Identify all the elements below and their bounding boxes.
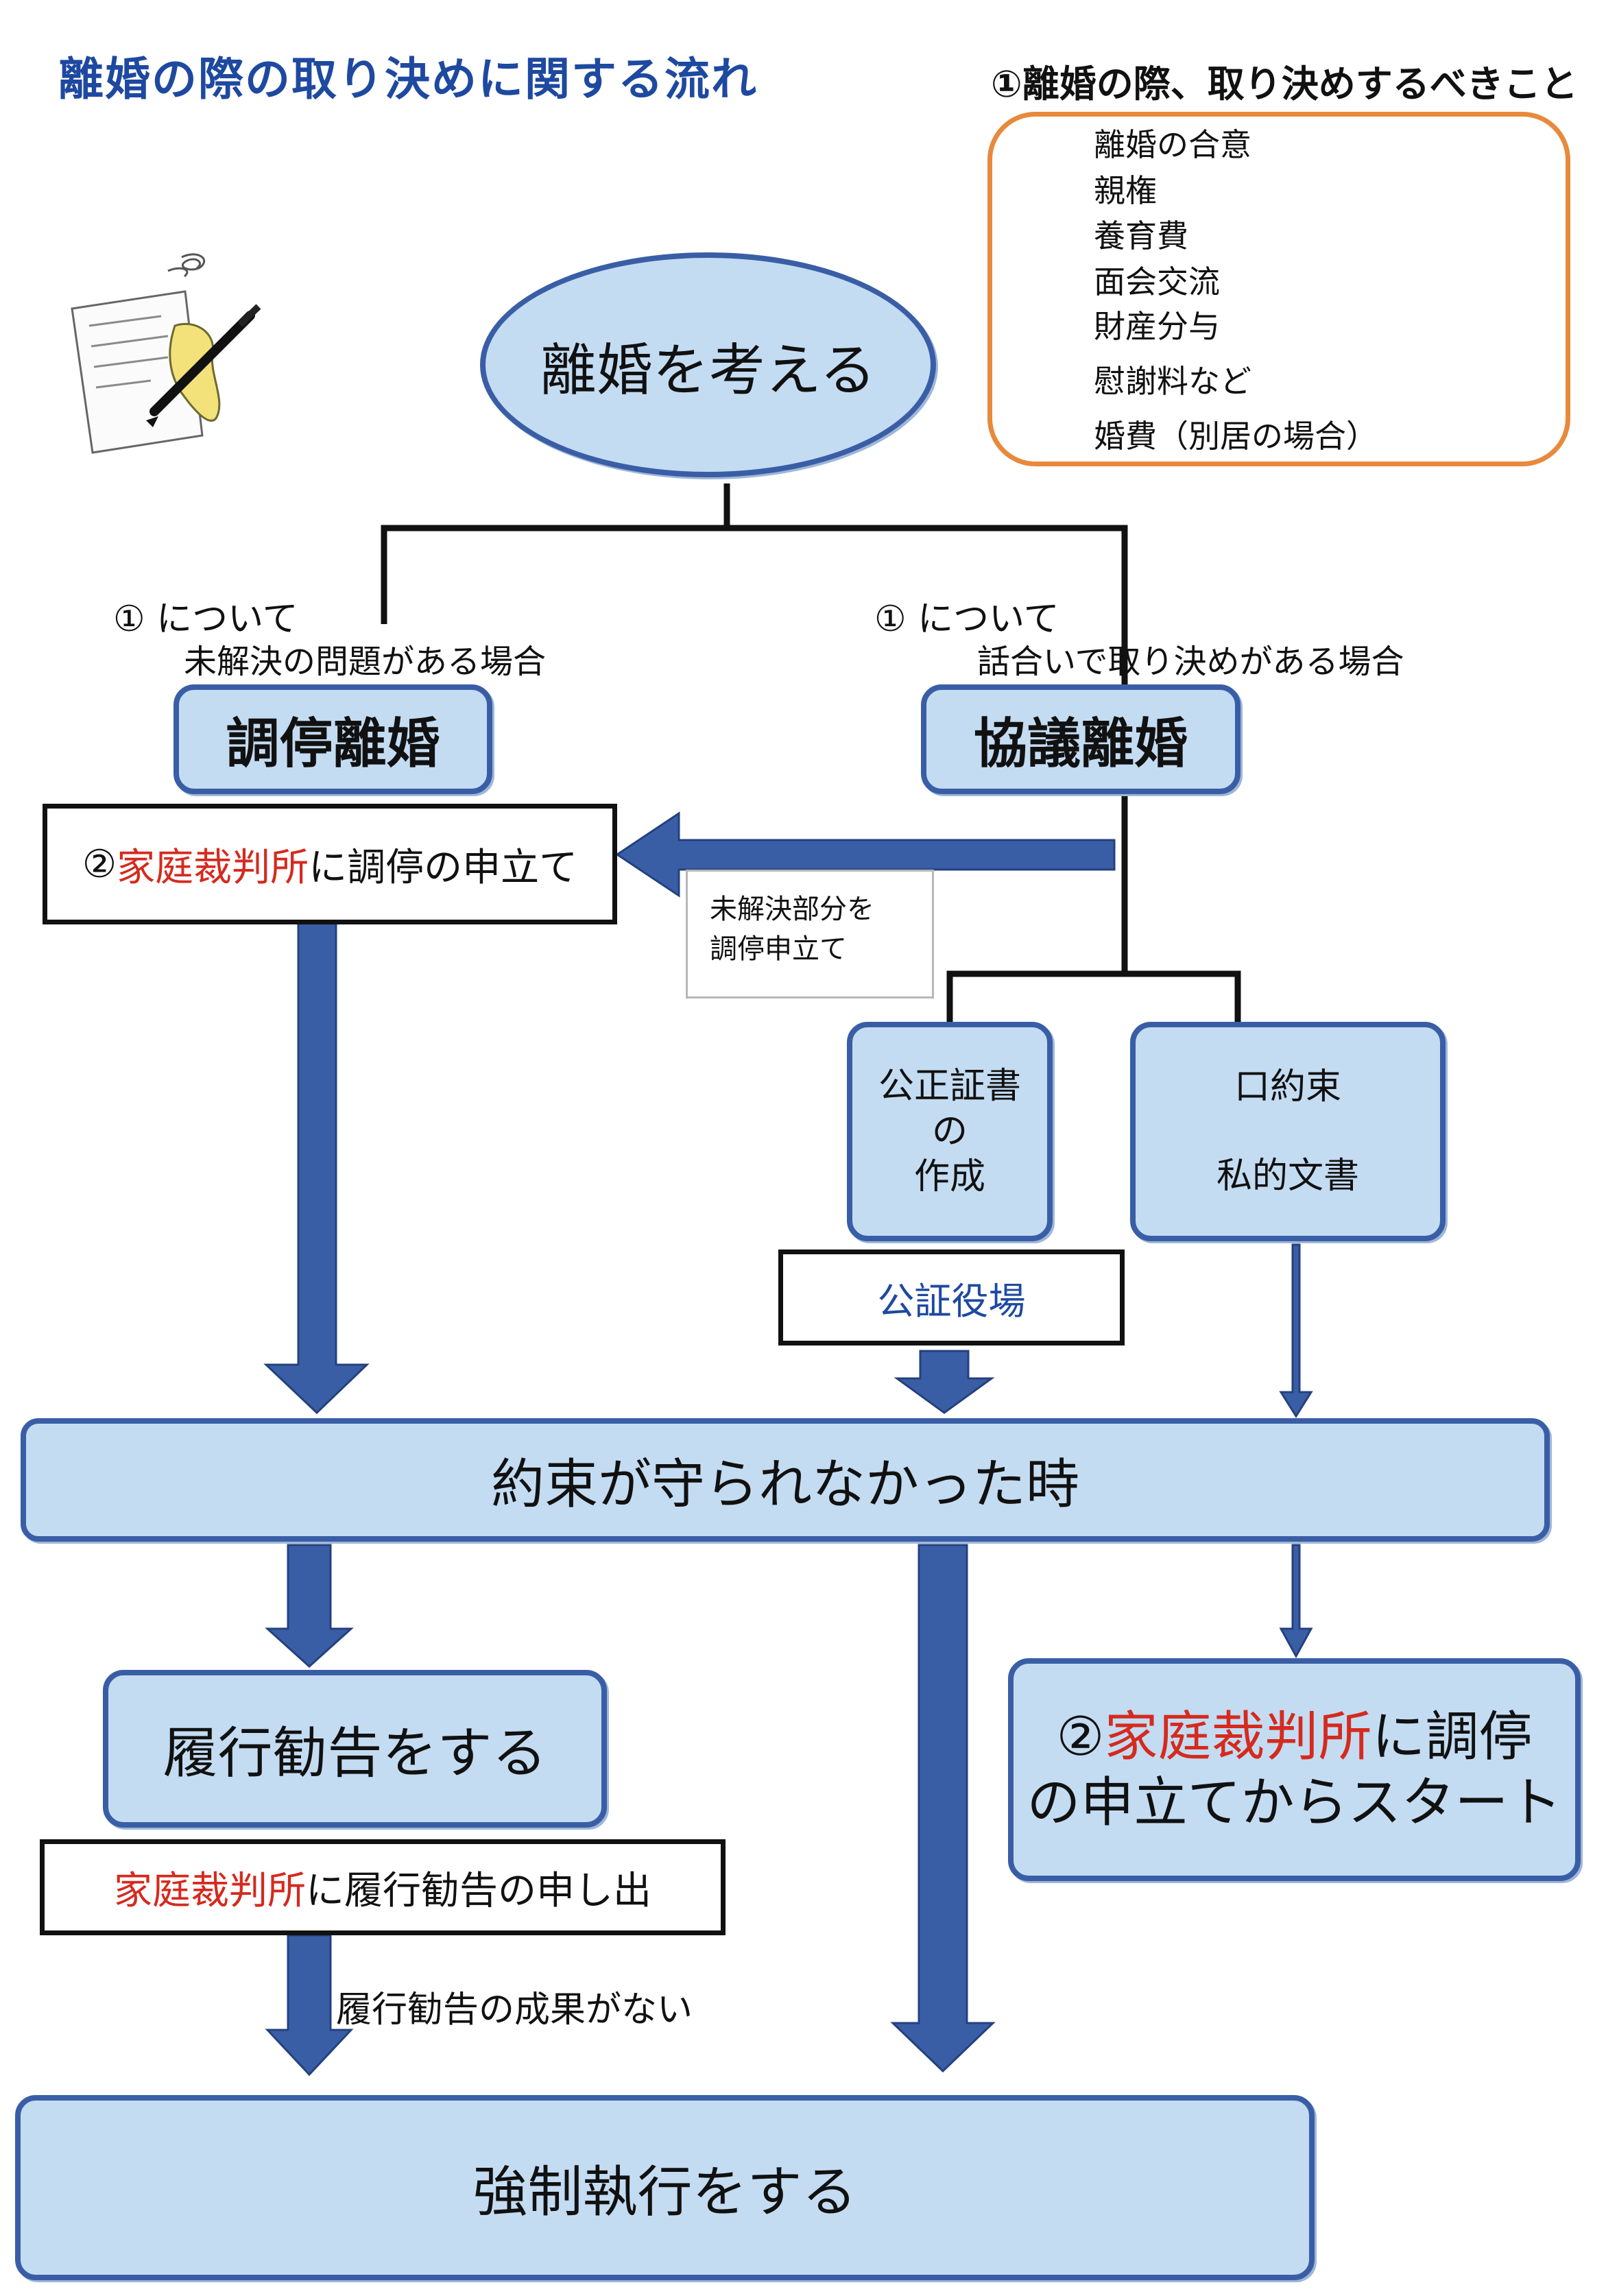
left-branch-condition: ① について (113, 599, 298, 640)
notarized-line: の (931, 1111, 968, 1152)
court-start-line2: の申立てからスタート (1027, 1771, 1562, 1834)
arrow-to-court-start (1279, 1544, 1313, 1659)
right-branch-condition: ① について (874, 599, 1059, 640)
right-branch-condition-detail: 話合いで取り決めがある場合 (977, 643, 1404, 681)
checklist-item: 慰謝料など (1094, 363, 1251, 400)
performance-recommendation-box: 履行勧告をする (103, 1670, 607, 1828)
notarized-line: 公正証書 (878, 1066, 1021, 1107)
mediated-divorce-label: 調停離婚 (226, 713, 440, 775)
checklist-item: 養育費 (1094, 217, 1188, 254)
checklist-item: 離婚の合意 (1094, 126, 1251, 163)
broken-promise-label: 約束が守られなかった時 (490, 1454, 1079, 1516)
recommendation-request-box: 家庭裁判所に履行勧告の申し出 (40, 1839, 726, 1935)
request-suffix: に履行勧告の申し出 (306, 1868, 651, 1913)
agreement-split-connector-right (1125, 970, 1241, 1022)
split-connector-right (727, 525, 1128, 686)
arrow-to-mediation (615, 811, 1116, 898)
family-court-label: 家庭裁判所 (114, 1868, 306, 1913)
checklist-box (987, 112, 1570, 466)
checklist-item: 婚費（別居の場合） (1094, 418, 1378, 455)
notary-office-box: 公証役場 (778, 1249, 1125, 1346)
note-line: 調停申立て (710, 933, 847, 965)
court-mediation-start-box: ②家庭裁判所に調停 の申立てからスタート (1008, 1658, 1581, 1881)
performance-recommendation-label: 履行勧告をする (163, 1721, 547, 1785)
mediated-divorce-box: 調停離婚 (173, 684, 492, 794)
no-result-label: 履行勧告の成果がない (336, 1989, 693, 2031)
left-branch-condition-detail: 未解決の問題がある場合 (184, 643, 547, 681)
agreement-split-connector (946, 796, 1128, 1022)
compulsory-execution-box: 強制執行をする (15, 2095, 1315, 2280)
checklist-item: 財産分与 (1094, 308, 1220, 345)
court-start-suffix: に調停 (1371, 1706, 1533, 1768)
unresolved-note: 未解決部分を 調停申立て (686, 870, 934, 998)
court-start-prefix: ② (1056, 1706, 1105, 1768)
agreed-divorce-label: 協議離婚 (973, 713, 1188, 775)
start-ellipse: 離婚を考える (480, 252, 936, 477)
mediation-prefix: ② (82, 841, 117, 887)
checklist-heading: ①離婚の際、取り決めするべきこと (991, 62, 1578, 106)
mediation-suffix: に調停の申立て (309, 845, 578, 890)
verbal-promise-box: 口約束 私的文書 (1130, 1022, 1446, 1241)
verbal-line: 私的文書 (1216, 1156, 1359, 1197)
compulsory-execution-label: 強制執行をする (472, 2160, 857, 2224)
arrow-mediation-down (263, 921, 370, 1415)
split-connector (381, 483, 730, 624)
family-court-label: 家庭裁判所 (1104, 1706, 1372, 1768)
note-line: 未解決部分を (710, 894, 874, 925)
notarized-deed-box: 公正証書 の 作成 (847, 1022, 1053, 1241)
checklist-item: 親権 (1094, 172, 1157, 209)
arrow-broken-to-enforce (890, 1544, 996, 2073)
arrow-to-recommend (265, 1544, 354, 1669)
arrow-notary-down (894, 1350, 995, 1414)
arrow-verbal-down (1279, 1243, 1313, 1418)
notarized-line: 作成 (913, 1156, 985, 1197)
writing-hand-icon (71, 253, 261, 454)
notary-office-label: 公証役場 (877, 1279, 1026, 1323)
court-start-line: ②家庭裁判所に調停 (1057, 1704, 1533, 1770)
start-label: 離婚を考える (540, 337, 876, 403)
page-title: 離婚の際の取り決めに関する流れ (58, 53, 758, 106)
verbal-line: 口約束 (1234, 1066, 1341, 1108)
arrow-request-to-enforce (265, 1934, 354, 2077)
agreed-divorce-box: 協議離婚 (921, 684, 1241, 794)
family-court-label: 家庭裁判所 (117, 845, 309, 890)
broken-promise-bar: 約束が守られなかった時 (21, 1418, 1550, 1542)
checklist-item: 面会交流 (1094, 263, 1220, 300)
